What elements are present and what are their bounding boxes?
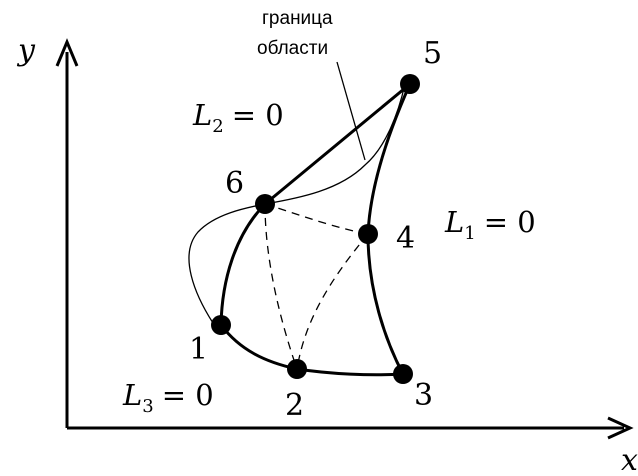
node-4-label: 4 [396, 221, 415, 256]
node-1-label: 1 [189, 332, 208, 367]
edge-1-6 [219, 202, 267, 326]
x-axis-arrowhead [607, 416, 634, 440]
equation-l1-symbol: L [444, 205, 464, 239]
x-axis-label: x [621, 443, 638, 476]
node-3-dot [393, 364, 413, 384]
axes [55, 38, 634, 440]
node-6-dot [255, 194, 275, 214]
edge-3-2 [296, 367, 404, 377]
node-6-label: 6 [225, 166, 244, 201]
edge-6-2 [264, 203, 298, 370]
equation-l1: L1 = 0 [444, 205, 536, 244]
node-points [211, 74, 420, 384]
edge-6-5 [264, 82, 411, 206]
equation-l1-rhs: = 0 [484, 205, 536, 239]
node-5-dot [400, 74, 420, 94]
equation-l1-subscript: 1 [464, 223, 475, 244]
internal-edges [264, 203, 369, 370]
y-axis-label: y [16, 33, 36, 68]
node-5-label: 5 [423, 36, 442, 71]
equation-l2-subscript: 2 [212, 116, 223, 137]
boundary-note-pointer [336, 61, 366, 161]
equation-l2-symbol: L [192, 98, 212, 132]
node-2-dot [287, 359, 307, 379]
edge-6-4 [264, 203, 369, 235]
equation-l3: L3 = 0 [122, 378, 214, 417]
y-axis-arrowhead [55, 38, 79, 67]
equation-l3-subscript: 3 [142, 396, 153, 417]
equation-l3-symbol: L [122, 378, 142, 412]
node-3-label: 3 [414, 378, 433, 413]
edge-4-2 [296, 233, 369, 370]
node-4-dot [358, 224, 378, 244]
equation-l3-rhs: = 0 [162, 378, 214, 412]
boundary-note-line2: области [257, 38, 328, 59]
boundary-note-line1: граница [262, 8, 333, 29]
node-1-dot [211, 315, 231, 335]
node-2-label: 2 [285, 388, 304, 423]
equation-l2: L2 = 0 [192, 98, 284, 137]
equation-l2-rhs: = 0 [232, 98, 284, 132]
